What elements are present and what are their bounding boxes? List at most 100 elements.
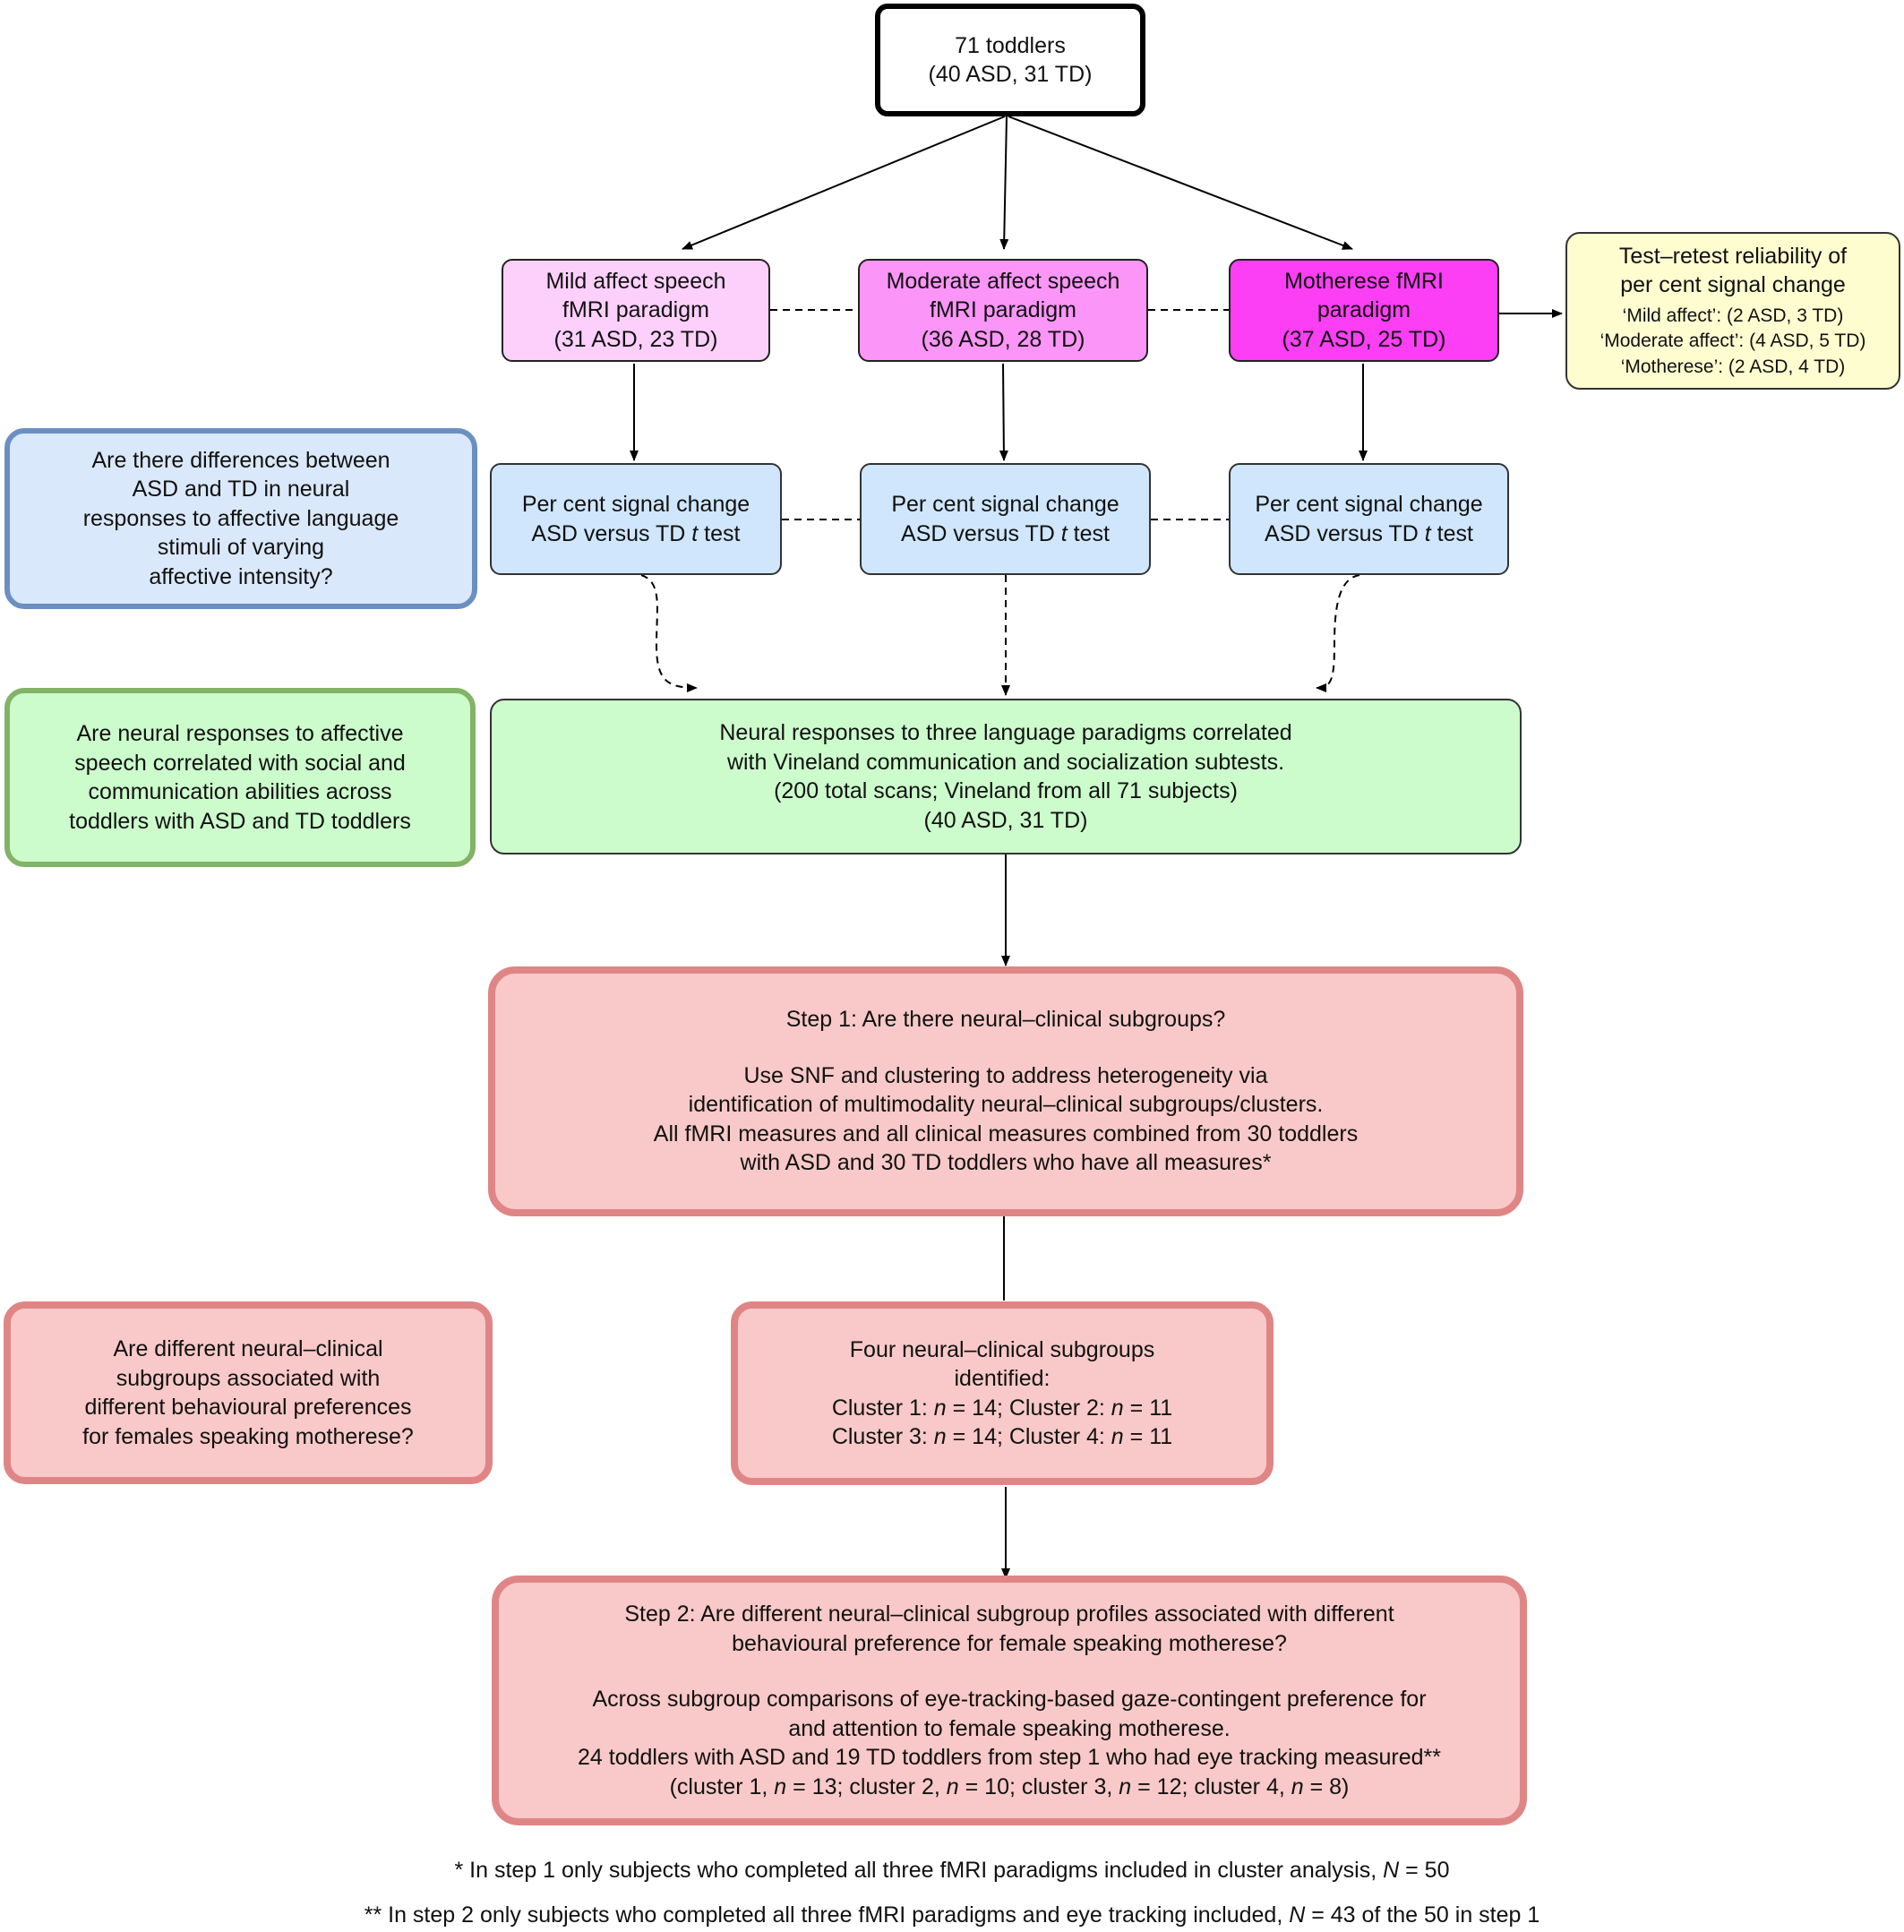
- n-symbol: n: [933, 1424, 947, 1449]
- vineland-line4: (40 ASD, 31 TD): [923, 807, 1088, 833]
- n-symbol: n: [1111, 1395, 1124, 1421]
- step2-c-e: = 8): [1303, 1773, 1350, 1799]
- step2-body4: (cluster 1, n = 13; cluster 2, n = 10; c…: [670, 1773, 1350, 1802]
- n-symbol: n: [1111, 1424, 1124, 1449]
- ttest-prefix: ASD versus TD: [531, 520, 692, 546]
- step2-body2: and attention to female speaking mothere…: [788, 1715, 1231, 1741]
- paradigm-motherese-line1: Motherese fMRI: [1284, 268, 1444, 294]
- footnote-1-N: N: [1383, 1858, 1400, 1883]
- n-symbol: n: [1291, 1773, 1304, 1799]
- start-line1: 71 toddlers: [955, 32, 1066, 58]
- step2-body1: Across subgroup comparisons of eye-track…: [592, 1687, 1427, 1712]
- clusters-line1: Four neural–clinical subgroups: [849, 1336, 1155, 1362]
- step2-c-d: = 12; cluster 4,: [1131, 1773, 1291, 1799]
- ttest-motherese-line1: Per cent signal change: [1255, 492, 1483, 517]
- vineland-line3: (200 total scans; Vineland from all 71 s…: [774, 778, 1238, 803]
- step2-title1: Step 2: Are different neural–clinical su…: [624, 1601, 1394, 1627]
- question-red-box: Are different neural–clinical subgroups …: [4, 1301, 493, 1484]
- retest-item-moderate: ‘Moderate affect’: (4 ASD, 5 TD): [1600, 331, 1866, 352]
- ttest-moderate-line2: ASD versus TD t test: [901, 519, 1110, 549]
- ttest-moderate-box: Per cent signal change ASD versus TD t t…: [860, 463, 1151, 575]
- paradigm-mild-box: Mild affect speech fMRI paradigm (31 ASD…: [502, 259, 770, 362]
- dash-ttest3-vineland: [1316, 574, 1360, 692]
- cluster4-value: = 11: [1123, 1424, 1173, 1449]
- ttest-prefix: ASD versus TD: [901, 520, 1061, 546]
- ttest-t: t: [1424, 520, 1431, 546]
- paradigm-mild-line1: Mild affect speech: [545, 268, 726, 294]
- step1-body2: identification of multimodality neural–c…: [688, 1092, 1324, 1118]
- question-blue-line3: responses to affective language: [82, 505, 399, 531]
- question-green-line3: communication abilities across: [88, 779, 392, 804]
- ttest-mild-line2: ASD versus TD t test: [532, 519, 741, 549]
- step2-box: Step 2: Are different neural–clinical su…: [492, 1576, 1527, 1825]
- footnote-1: * In step 1 only subjects who completed …: [0, 1858, 1904, 1884]
- paradigm-moderate-line1: Moderate affect speech: [886, 268, 1120, 294]
- ttest-suffix: test: [1067, 520, 1110, 546]
- n-symbol: n: [1119, 1773, 1132, 1799]
- paradigm-moderate-line3: (36 ASD, 28 TD): [921, 326, 1085, 352]
- step2-c-a: (cluster 1,: [669, 1773, 775, 1799]
- step2-body3: 24 toddlers with ASD and 19 TD toddlers …: [578, 1745, 1441, 1770]
- question-red-line3: different behavioural preferences: [84, 1395, 412, 1420]
- retest-item-motherese: ‘Motherese’: (2 ASD, 4 TD): [1620, 356, 1846, 377]
- ttest-mild-box: Per cent signal change ASD versus TD t t…: [490, 463, 782, 575]
- paradigm-mild-line2: fMRI paradigm: [562, 297, 709, 323]
- question-blue-box: Are there differences between ASD and TD…: [4, 428, 477, 609]
- arrow-start-to-mild: [682, 116, 1006, 250]
- cluster1-value: = 14; Cluster 2:: [946, 1395, 1111, 1421]
- cluster3-label: Cluster 3:: [831, 1424, 934, 1449]
- step2-c-c: = 10; cluster 3,: [958, 1773, 1119, 1799]
- step2-title2: behavioural preference for female speaki…: [732, 1630, 1287, 1656]
- retest-title1: Test–retest reliability of: [1618, 243, 1848, 269]
- ttest-t: t: [691, 520, 699, 546]
- vineland-box: Neural responses to three language parad…: [490, 699, 1522, 854]
- ttest-motherese-line2: ASD versus TD t test: [1265, 519, 1473, 549]
- ttest-motherese-box: Per cent signal change ASD versus TD t t…: [1229, 463, 1509, 575]
- retest-box: Test–retest reliability of per cent sign…: [1565, 232, 1900, 390]
- arrow-start-to-moderate: [999, 116, 1009, 250]
- step1-body1: Use SNF and clustering to address hetero…: [743, 1062, 1268, 1088]
- question-blue-line5: affective intensity?: [149, 563, 333, 589]
- footnote-2-N: N: [1289, 1902, 1306, 1928]
- question-green-line2: speech correlated with social and: [74, 750, 406, 776]
- question-red-line2: subgroups associated with: [116, 1365, 381, 1391]
- arrow-moderate-ttest: [999, 363, 1008, 461]
- question-blue-line4: stimuli of varying: [157, 535, 325, 561]
- step1-box: Step 1: Are there neural–clinical subgro…: [488, 966, 1523, 1216]
- n-symbol: n: [774, 1773, 787, 1799]
- cluster3-value: = 14; Cluster 4:: [946, 1424, 1111, 1449]
- clusters-line2: identified:: [954, 1366, 1051, 1391]
- question-red-line4: for females speaking motherese?: [82, 1423, 414, 1449]
- start-line2: (40 ASD, 31 TD): [928, 62, 1093, 87]
- paradigm-moderate-box: Moderate affect speech fMRI paradigm (36…: [858, 259, 1148, 362]
- vineland-line1: Neural responses to three language parad…: [719, 720, 1292, 745]
- cluster2-value: = 11: [1123, 1395, 1173, 1421]
- paradigm-mild-line3: (31 ASD, 23 TD): [553, 326, 718, 352]
- step1-body3: All fMRI measures and all clinical measu…: [653, 1121, 1359, 1146]
- question-red-line1: Are different neural–clinical: [113, 1336, 383, 1361]
- start-box: 71 toddlers (40 ASD, 31 TD): [875, 4, 1145, 116]
- retest-item-mild: ‘Mild affect’: (2 ASD, 3 TD): [1622, 305, 1844, 326]
- n-symbol: n: [933, 1395, 947, 1421]
- question-green-box: Are neural responses to affective speech…: [4, 688, 476, 867]
- ttest-prefix: ASD versus TD: [1265, 520, 1425, 546]
- ttest-t: t: [1060, 520, 1068, 546]
- vineland-line2: with Vineland communication and socializ…: [726, 749, 1285, 775]
- paradigm-moderate-line2: fMRI paradigm: [930, 297, 1076, 323]
- step2-c-b: = 13; cluster 2,: [786, 1773, 947, 1799]
- n-symbol: n: [946, 1773, 959, 1799]
- clusters-line3: Cluster 1: n = 14; Cluster 2: n = 11: [832, 1394, 1172, 1423]
- step1-title: Step 1: Are there neural–clinical subgro…: [785, 1007, 1226, 1033]
- paradigm-motherese-line2: paradigm: [1317, 297, 1411, 323]
- ttest-suffix: test: [698, 520, 741, 546]
- dash-ttest1-vineland: [640, 574, 698, 692]
- ttest-moderate-line1: Per cent signal change: [891, 492, 1119, 517]
- step1-body4: with ASD and 30 TD toddlers who have all…: [740, 1150, 1272, 1176]
- clusters-line4: Cluster 3: n = 14; Cluster 4: n = 11: [832, 1422, 1172, 1452]
- footnote-2-text: ** In step 2 only subjects who completed…: [364, 1902, 1290, 1928]
- retest-title2: per cent signal change: [1620, 272, 1846, 298]
- footnote-1-value: = 50: [1399, 1858, 1450, 1883]
- ttest-suffix: test: [1430, 520, 1473, 546]
